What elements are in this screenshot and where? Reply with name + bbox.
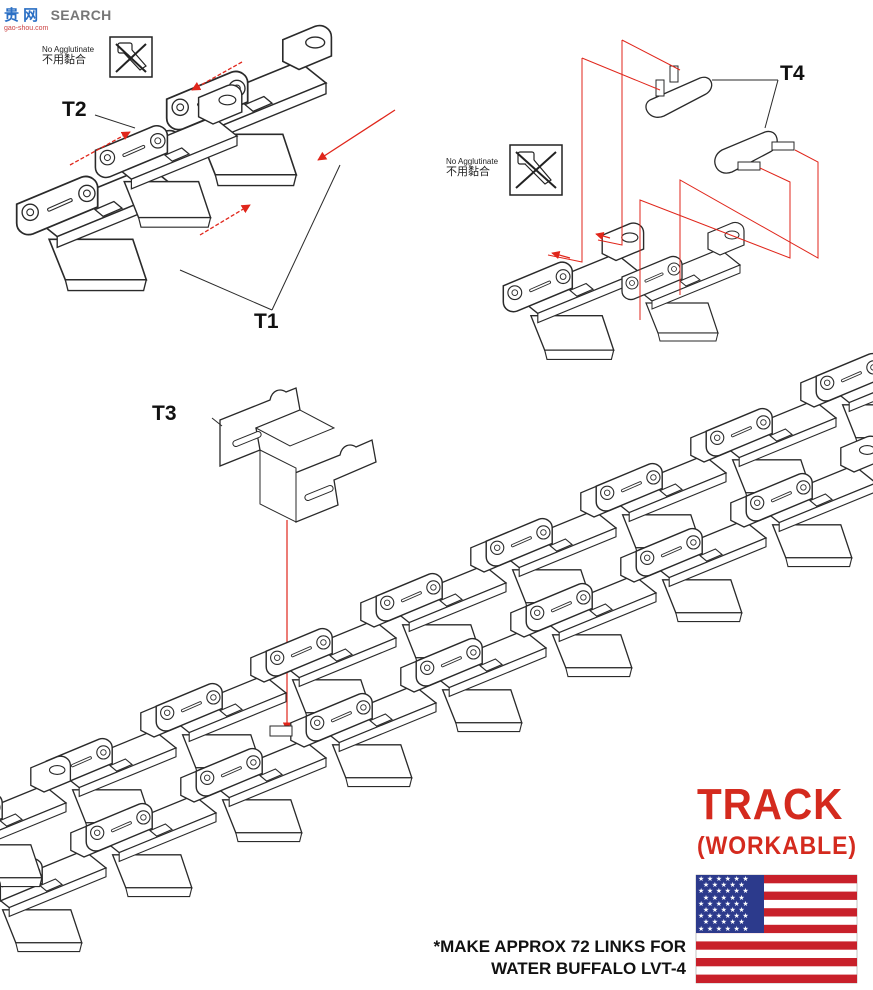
title-track: TRACK: [697, 780, 844, 829]
watermark-chinese: 贵 网: [4, 7, 39, 24]
subassembly-t4: [501, 39, 819, 362]
watermark: 贵 网 SEARCH gao-shou.com: [4, 4, 112, 32]
us-flag-icon: [695, 874, 858, 984]
part-label-t4: T4: [780, 62, 805, 85]
part-label-t1: T1: [254, 310, 279, 333]
no-glue-note-1-en: No Agglutinate: [42, 45, 95, 54]
no-glue-note-2-cn: 不用黏合: [446, 166, 490, 178]
part-label-t3: T3: [152, 402, 177, 425]
instruction-line-2: WATER BUFFALO LVT-4: [491, 959, 686, 978]
title-workable: (WORKABLE): [697, 832, 857, 860]
no-glue-note-2-en: No Agglutinate: [446, 157, 499, 166]
flag-stars: ★★★★★★ ★★★★★★★★★★★ ★★★★★★★★★★★ ★★★★★★★★★…: [698, 876, 752, 932]
watermark-url: gao-shou.com: [4, 25, 49, 32]
no-glue-note-1: No Agglutinate 不用黏合: [42, 44, 94, 66]
no-glue-note-1-cn: 不用黏合: [42, 54, 86, 66]
no-glue-note-2: No Agglutinate 不用黏合: [446, 156, 498, 178]
assembled-track: [0, 314, 873, 990]
instruction-line-1: *MAKE APPROX 72 LINKS FOR: [433, 937, 686, 956]
part-t3-guide: [211, 387, 377, 731]
no-glue-icon: [109, 36, 153, 78]
instruction-text: *MAKE APPROX 72 LINKS FOR WATER BUFFALO …: [360, 936, 686, 980]
watermark-english: SEARCH: [50, 7, 112, 23]
subassembly-t1-t2: [17, 26, 396, 311]
part-label-t2: T2: [62, 98, 87, 121]
no-glue-icon: [509, 144, 563, 196]
